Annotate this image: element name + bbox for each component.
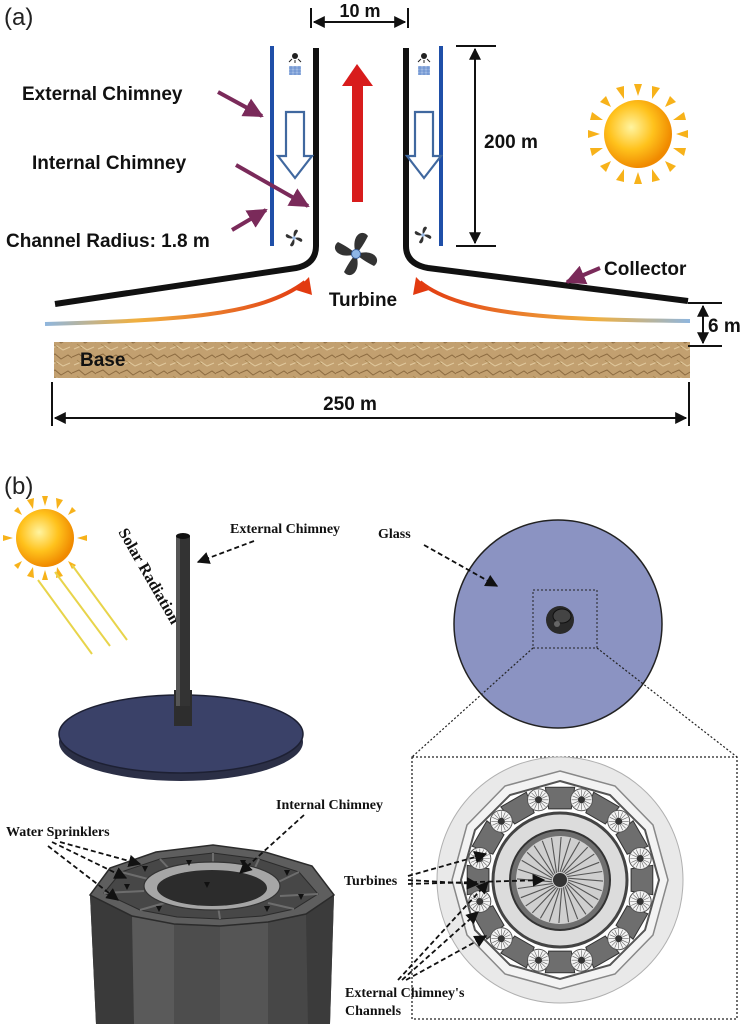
turbine-blade	[541, 840, 556, 874]
airflow-right	[418, 280, 691, 323]
turbine-blade	[548, 887, 561, 922]
turbine-blade	[564, 886, 579, 920]
turbine-blade	[557, 836, 562, 873]
external-chimney-3d	[174, 533, 192, 726]
external-chimney-label: External Chimney	[22, 84, 183, 105]
zoom-connector-left	[411, 647, 534, 758]
channel-radius-label: Channel Radius: 1.8 m	[6, 231, 210, 252]
zoom-connector-right	[596, 647, 738, 758]
height-dimension: 200 m	[456, 45, 538, 247]
collector-height-dimension: 6 m	[688, 302, 741, 347]
turbine-label: Turbine	[329, 290, 397, 311]
internal-chimney-pointer-b	[239, 814, 305, 874]
base-ground	[54, 342, 690, 378]
sprinkler-icon-left	[288, 52, 302, 76]
collector-pointer	[565, 265, 601, 285]
solar-radiation-label: Solar Radiation	[115, 526, 184, 628]
glass-pointer	[423, 544, 499, 587]
collector-right-roof	[403, 48, 689, 304]
turbine-blade	[520, 884, 554, 899]
central-turbine	[509, 829, 611, 931]
panel-b-label: (b)	[4, 473, 33, 500]
collector-height-label: 6 m	[708, 316, 741, 337]
turbine-blade	[562, 887, 570, 923]
height-label: 200 m	[484, 132, 538, 153]
channel-turbine-icon	[489, 809, 513, 833]
turbine-blade	[533, 845, 555, 876]
sun-icon-b	[3, 496, 87, 580]
channels-label-line2: Channels	[345, 1004, 402, 1019]
base-label: Base	[80, 350, 125, 371]
panel-a: (a) 10 m	[4, 1, 741, 426]
external-chimney-pointer-b	[196, 540, 255, 564]
sun-icon-a	[588, 84, 688, 184]
turbine-blade	[521, 859, 553, 879]
water-sprinklers-label: Water Sprinklers	[6, 825, 110, 840]
channel-turbine-icon	[468, 890, 492, 913]
updraft-arrow	[342, 64, 373, 202]
turbine-blade	[539, 887, 559, 919]
collector-disc-3d	[58, 694, 304, 781]
internal-chimney-label-b: Internal Chimney	[276, 798, 383, 813]
downdraft-arrow-left	[275, 110, 315, 180]
turbine-blade	[566, 883, 594, 909]
downdraft-arrow-right	[404, 110, 444, 180]
airflow-right-head	[413, 277, 429, 295]
channel-turbine-icon	[607, 809, 631, 833]
external-chimney-pointer	[217, 90, 264, 118]
channel-turbine-icon-left	[285, 229, 303, 247]
collector-label: Collector	[604, 259, 687, 280]
turbine-blade	[531, 886, 557, 914]
base-width-label: 250 m	[323, 394, 377, 415]
turbine-blade	[559, 838, 572, 873]
chimney-top-view	[546, 606, 574, 634]
top-width-label: 10 m	[339, 1, 380, 21]
glass-label: Glass	[378, 527, 411, 542]
channels-label-line1: External Chimney's	[345, 986, 465, 1001]
water-sprinklers-pointers	[47, 841, 142, 901]
channel-turbine-icon	[628, 890, 652, 913]
channel-radius-pointer	[230, 208, 268, 232]
panel-b: (b) Solar Radiation	[3, 473, 738, 1024]
turbine-blade	[558, 887, 563, 924]
channel-turbine-icon-right	[414, 226, 432, 244]
internal-chimney-pointer	[235, 163, 310, 208]
chimney-cutaway-3d	[88, 844, 336, 1024]
top-width-dimension: 10 m	[310, 1, 409, 28]
channel-turbine-icon	[570, 948, 593, 972]
external-chimney-label-b: External Chimney	[230, 522, 340, 537]
zoom-box	[532, 589, 598, 649]
channel-turbine-icon	[570, 788, 593, 812]
main-turbine-icon	[334, 232, 378, 276]
collector-left-roof	[54, 48, 319, 307]
base-width-dimension: 250 m	[51, 382, 690, 426]
turbine-blade	[565, 884, 587, 915]
airflow-left	[44, 280, 307, 326]
turbine-blade	[567, 881, 599, 901]
sprinkler-icon-right	[417, 52, 431, 76]
turbine-blade	[550, 837, 558, 873]
channel-turbine-icon	[607, 927, 631, 951]
channel-turbine-icon	[628, 847, 652, 870]
turbine-blade	[564, 853, 595, 875]
channel-turbine-icon	[489, 927, 513, 951]
turbine-blade	[567, 870, 603, 878]
channel-turbine-icon	[527, 948, 550, 972]
turbine-blade	[567, 877, 604, 882]
turbine-blade	[563, 846, 589, 874]
turbines-label: Turbines	[344, 874, 398, 889]
solar-radiation-rays	[37, 564, 128, 655]
turbine-blade	[567, 879, 602, 892]
turbine-blade	[525, 885, 556, 907]
channel-turbine-icon	[527, 788, 550, 812]
turbine-blade	[561, 841, 581, 873]
panel-a-label: (a)	[4, 4, 33, 31]
channels-pointers	[397, 881, 489, 981]
internal-chimney-label: Internal Chimney	[32, 153, 187, 174]
turbine-blade	[526, 851, 554, 877]
turbine-blade	[566, 861, 600, 876]
airflow-left-head	[296, 277, 312, 295]
